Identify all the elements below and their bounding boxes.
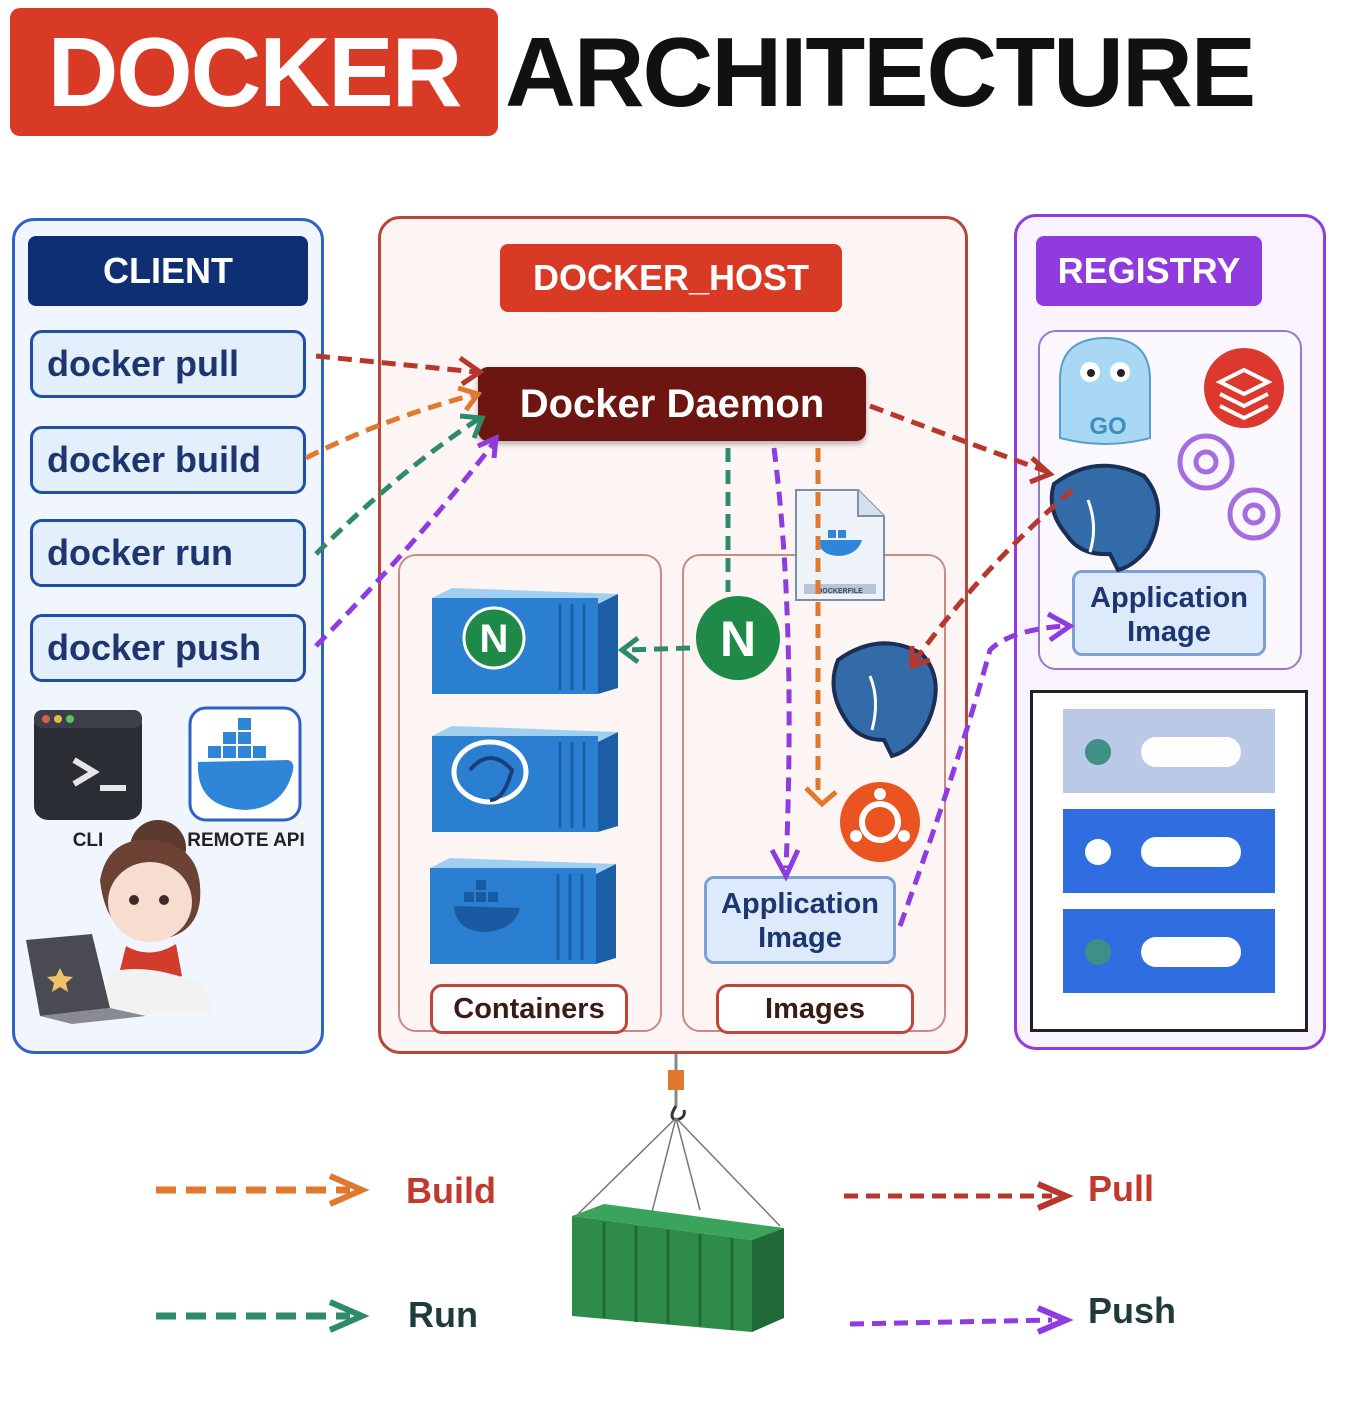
registry-app-image-line1: Application (1090, 582, 1248, 614)
run-arrowhead (459, 413, 486, 439)
docker-host-header: DOCKER_HOST (500, 244, 842, 312)
legend-build-label: Build (406, 1170, 496, 1211)
legend-pull-label: Pull (1088, 1168, 1155, 1209)
daemon-push-arrow (771, 447, 792, 869)
registry-app-image-line2: Image (1127, 616, 1211, 648)
dockerfile-icon: DOCKERFILE (795, 489, 885, 601)
containers-label: Containers (430, 984, 628, 1034)
svg-text:N: N (720, 611, 756, 667)
nginx-run-arrow (625, 645, 691, 653)
postgres-image-icon (831, 641, 938, 759)
build-arrowhead (457, 385, 483, 412)
legend-push-label: Push (1088, 1290, 1177, 1331)
server-unit-icon (1063, 709, 1275, 793)
host-app-image-line2: Image (758, 922, 842, 954)
docker-whale-icon (188, 706, 302, 822)
docker-push-command[interactable]: docker push (30, 614, 306, 682)
go-label: GO (1089, 413, 1126, 440)
go-gopher-icon: GO (1059, 336, 1151, 445)
push-arrowhead (476, 433, 499, 459)
postgres-registry-icon (1049, 463, 1160, 573)
pull-arrowhead (458, 355, 485, 387)
svg-text:N: N (480, 617, 509, 661)
terminal-icon (34, 710, 142, 820)
title-architecture: ARCHITECTURE (505, 17, 1256, 127)
push-arrow (314, 438, 498, 648)
title-docker: DOCKER (10, 8, 498, 136)
server-unit-icon (1063, 809, 1275, 893)
docker-run-command[interactable]: docker run (30, 519, 306, 587)
registry-image-pull-arrow (911, 488, 1074, 664)
postgres-container-icon (432, 726, 618, 832)
redis-icon (1204, 348, 1284, 428)
legend-run-label: Run (408, 1294, 478, 1335)
registry-header: REGISTRY (1036, 236, 1262, 306)
registry-application-image: Application Image (1072, 570, 1266, 656)
docker-container-icon (430, 858, 616, 964)
daemon-registry-pull-arrow (869, 403, 1049, 475)
client-header: CLIENT (28, 236, 308, 306)
remote-api-label: REMOTE API (187, 830, 305, 851)
gear-icon (1177, 433, 1281, 541)
nginx-image-icon: N (696, 596, 780, 680)
docker-pull-command[interactable]: docker pull (30, 330, 306, 398)
dockerfile-label: DOCKERFILE (817, 588, 863, 595)
cli-label: CLI (72, 830, 104, 851)
crane-container-illustration (572, 1054, 784, 1332)
server-rack-icon (1030, 690, 1308, 1032)
docker-build-command[interactable]: docker build (30, 426, 306, 494)
image-push-arrow (897, 623, 1065, 927)
server-unit-icon (1063, 909, 1275, 993)
docker-daemon: Docker Daemon (478, 367, 866, 441)
build-arrow (304, 391, 477, 461)
ubuntu-image-icon (840, 782, 920, 862)
images-label: Images (716, 984, 914, 1034)
legend-push-arrow (849, 1317, 1053, 1327)
host-app-image-line1: Application (721, 888, 879, 920)
pull-arrow (315, 353, 477, 375)
run-arrow (314, 415, 482, 556)
nginx-container-icon: N (432, 588, 618, 694)
girl-laptop-illustration (26, 820, 214, 1024)
host-application-image: Application Image (704, 876, 896, 964)
